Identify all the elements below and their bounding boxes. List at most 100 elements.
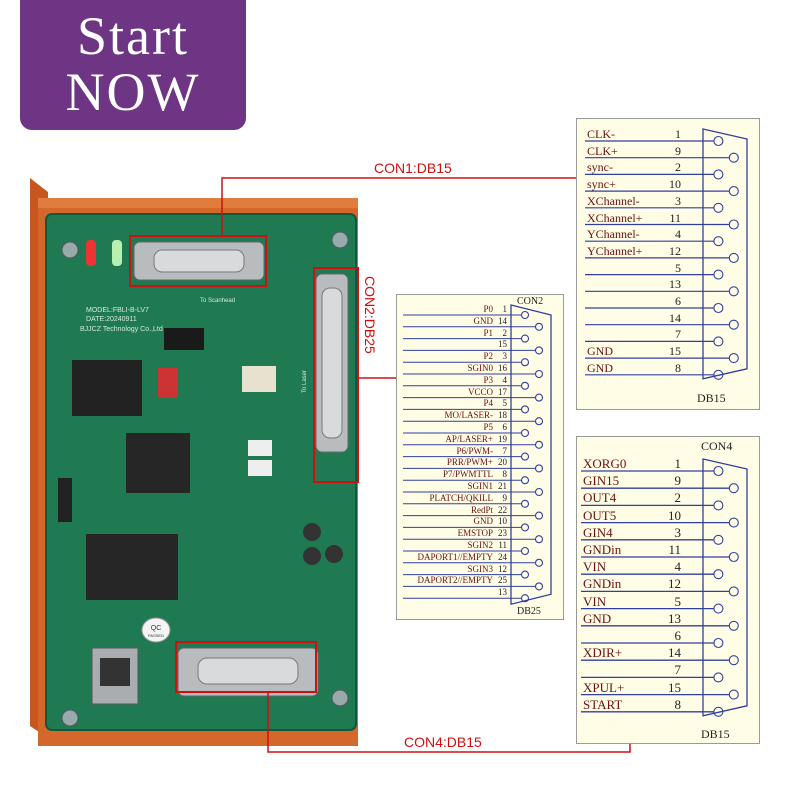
pin-contact	[520, 523, 530, 532]
pin-number: 16	[498, 363, 507, 373]
board-scanhead-label: To Scanhead	[200, 298, 235, 304]
con1-callout-label: CON1:DB15	[374, 160, 452, 176]
pin-name: GND	[587, 360, 613, 375]
pin-contact	[728, 152, 739, 163]
pin-name: SGIN0	[467, 363, 493, 373]
pin-contact	[520, 452, 530, 461]
pin-number: 4	[674, 559, 682, 575]
pin-number: 24	[498, 551, 507, 562]
pin-contact	[728, 620, 739, 631]
pin-number: 15	[669, 344, 681, 359]
pin-number: 20	[498, 457, 507, 468]
pin-number: 2	[674, 490, 682, 506]
pin-number: 6	[675, 294, 681, 308]
logo-line-2: NOW	[65, 62, 201, 122]
pcb	[46, 214, 356, 730]
pin-contact	[713, 534, 724, 545]
pin-contact	[534, 322, 544, 331]
pin-name: START	[583, 696, 623, 712]
pin-number: 2	[675, 160, 681, 175]
pin-name: GND	[473, 516, 494, 527]
pin-number: 11	[668, 542, 681, 557]
pin-number: 12	[498, 563, 507, 574]
pin-name: VIN	[583, 559, 607, 575]
pin-number: 12	[669, 243, 681, 258]
pin-contact	[520, 476, 530, 485]
green-led	[112, 240, 122, 266]
pin-number: 14	[669, 310, 681, 325]
controller-board-photo: MODEL:FBLI-B-LV7 DATE:20240911 BJJCZ Tec…	[30, 178, 358, 746]
board-laser-label: To Laser	[302, 370, 308, 393]
pin-contact	[728, 655, 739, 666]
pin-contact	[534, 417, 544, 426]
pin-number: 13	[498, 587, 507, 598]
pin-contact	[728, 252, 739, 263]
con2-panel-title: DB25	[517, 606, 541, 617]
pin-contact	[534, 440, 544, 449]
pin-contact	[728, 689, 739, 700]
screw	[61, 241, 79, 259]
pin-contact	[520, 310, 530, 320]
pin-number: 14	[498, 315, 507, 326]
pin-name: P7/PWMTTL	[442, 469, 493, 480]
pin-contact	[520, 570, 530, 579]
pin-number: 5	[502, 398, 508, 409]
pin-number: 12	[668, 576, 681, 592]
chip	[72, 360, 142, 416]
dip-switch	[158, 368, 178, 398]
pin-number: 1	[502, 304, 508, 314]
pin-name: PRR/PWM+	[446, 457, 493, 468]
pin-number: 6	[674, 628, 682, 643]
pin-name: OUT4	[583, 490, 617, 506]
pin-name: P4	[483, 398, 493, 409]
pin-name: DAPORT1//EMPTY	[417, 551, 493, 562]
qc-sub: PASSED	[148, 633, 164, 638]
con1-dshell-outline	[702, 128, 748, 380]
pin-contact	[713, 672, 724, 683]
pin-contact	[713, 603, 724, 614]
pin-number: 8	[674, 696, 682, 712]
pin-name: P2	[483, 351, 493, 362]
pin-number: 15	[668, 679, 681, 695]
pin-contact	[520, 405, 530, 414]
pin-contact	[713, 465, 724, 477]
pin-number: 7	[674, 662, 682, 678]
pin-contact	[713, 706, 724, 717]
con2-dshell-outline	[510, 304, 552, 606]
pin-contact	[520, 428, 530, 438]
pin-name: VCCO	[467, 386, 493, 397]
pin-contact	[728, 551, 739, 563]
pin-number: 14	[668, 645, 681, 661]
pin-number: 3	[674, 524, 682, 540]
pin-number: 23	[498, 528, 507, 539]
pin-number: 4	[675, 227, 681, 242]
brand-logo: Start NOW	[20, 0, 246, 130]
pin-name: OUT5	[583, 507, 617, 523]
pin-name: SGIN3	[467, 563, 493, 574]
pin-contact	[713, 569, 724, 580]
capacitor	[303, 523, 321, 541]
pin-contact	[534, 487, 544, 497]
pin-number: 10	[669, 177, 681, 192]
pin-number: 8	[502, 469, 508, 480]
pin-number: 17	[498, 386, 507, 397]
pin-number: 3	[675, 193, 681, 208]
pin-number: 25	[498, 575, 507, 586]
pin-name: VIN	[583, 593, 607, 609]
pin-name: YChannel+	[587, 243, 643, 258]
con1-leader	[221, 177, 578, 236]
pin-number: 4	[502, 374, 508, 385]
pin-name: CLK+	[587, 143, 618, 158]
pin-number: 6	[502, 422, 508, 432]
pin-number: 9	[502, 492, 508, 503]
pin-number: 11	[669, 210, 681, 225]
pin-number: 1	[674, 456, 682, 471]
pin-name: P3	[483, 374, 493, 385]
pin-contact	[728, 586, 739, 597]
pin-contact	[534, 558, 544, 567]
con4-panel-title: DB15	[701, 727, 730, 741]
con2-highlight	[313, 267, 359, 483]
pin-number: 2	[502, 327, 508, 338]
fpga-chip	[126, 433, 190, 493]
